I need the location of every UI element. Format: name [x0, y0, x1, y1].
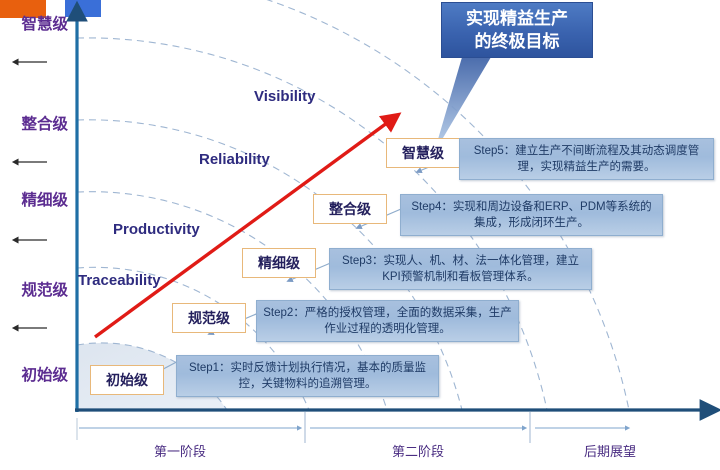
top-orange-bar: [0, 0, 46, 18]
level-box-chushiji[interactable]: 初始级: [90, 365, 164, 395]
y-axis-level-4: 初始级: [21, 367, 68, 384]
y-axis-level-3: 规范级: [21, 282, 68, 299]
band-label-visibility: Visibility: [254, 88, 316, 105]
arc-6: [266, 0, 630, 411]
step-box-1[interactable]: Step1：实时反馈计划执行情况，基本的质量监控，关键物料的追溯管理。: [176, 355, 439, 397]
goal-callout-line1: 实现精益生产: [466, 9, 568, 28]
step-box-5[interactable]: Step5：建立生产不间断流程及其动态调度管理，实现精益生产的需要。: [459, 138, 714, 180]
step-box-3[interactable]: Step3：实现人、机、材、法一体化管理，建立KPI预警机制和看板管理体系。: [329, 248, 592, 290]
level-box-zhengheji[interactable]: 整合级: [313, 194, 387, 224]
goal-callout[interactable]: 实现精益生产 的终极目标: [441, 2, 593, 58]
level-up-arrow-group: [11, 58, 47, 332]
y-axis-level-1: 整合级: [21, 116, 68, 133]
band-label-traceability: Traceability: [78, 272, 161, 289]
level-box-jingxiji[interactable]: 精细级: [242, 248, 316, 278]
phase-label-1: 第一阶段: [153, 444, 206, 459]
band-label-reliability: Reliability: [199, 151, 270, 168]
band-label-productivity: Productivity: [113, 221, 200, 238]
phase-label-3: 后期展望: [583, 444, 636, 459]
y-axis-level-2: 精细级: [21, 192, 68, 209]
growth-arrow: [93, 112, 402, 339]
level-box-guifanji[interactable]: 规范级: [172, 303, 246, 333]
goal-callout-line2: 的终极目标: [474, 32, 560, 51]
y-axis-level-0: 智慧级: [21, 16, 68, 33]
step-box-2[interactable]: Step2：严格的授权管理，全面的数据采集，生产作业过程的透明化管理。: [256, 300, 519, 342]
phase-label-2: 第二阶段: [391, 444, 444, 459]
arc-2: [76, 266, 310, 411]
callout-pointer: [434, 47, 497, 153]
step-box-4[interactable]: Step4：实现和周边设备和ERP、PDM等系统的集成，形成闭环生产。: [400, 194, 663, 236]
level-box-zhihuiji[interactable]: 智慧级: [386, 138, 460, 168]
